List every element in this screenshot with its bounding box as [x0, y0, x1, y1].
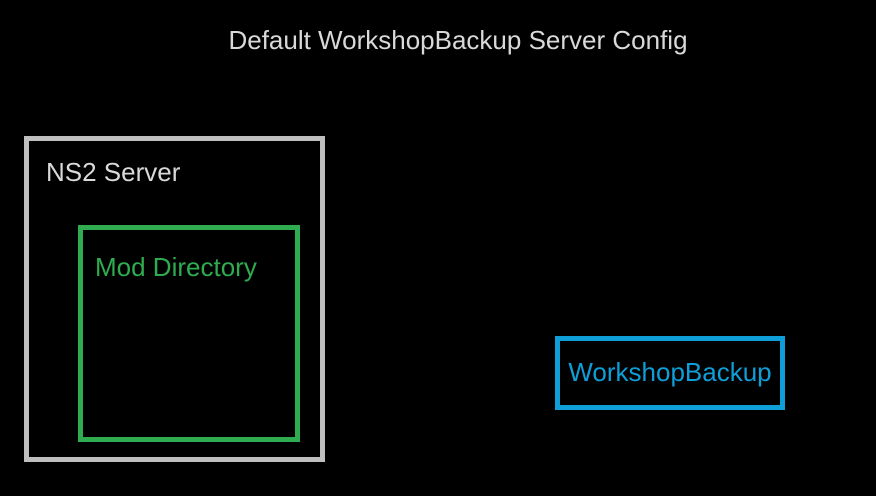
mod-directory-label: Mod Directory [95, 252, 257, 282]
diagram-title: Default WorkshopBackup Server Config [228, 25, 688, 55]
workshopbackup-box: WorkshopBackup [555, 336, 785, 410]
workshopbackup-label: WorkshopBackup [568, 357, 772, 388]
mod-directory-box: Mod Directory [78, 225, 300, 442]
ns2-server-label: NS2 Server [46, 157, 181, 187]
ns2-server-box: NS2 Server Mod Directory [24, 136, 325, 462]
